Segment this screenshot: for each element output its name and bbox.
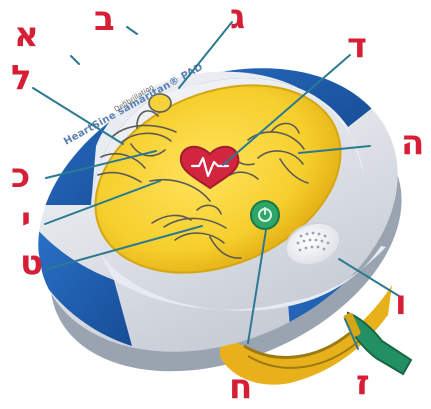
label-yod: י — [21, 203, 31, 237]
label-he: ה — [401, 126, 424, 160]
label-zayin: ז — [356, 366, 370, 400]
label-vav: ו — [395, 286, 407, 320]
label-gimel: ג — [230, 0, 245, 34]
label-lamed: ל — [11, 61, 32, 95]
label-bet: ב — [94, 2, 115, 36]
label-alef: א — [14, 18, 39, 52]
label-tet: ט — [20, 246, 43, 280]
label-dalet: ד — [347, 29, 367, 63]
label-het: ח — [229, 370, 252, 404]
label-kaf: כ — [11, 159, 30, 193]
